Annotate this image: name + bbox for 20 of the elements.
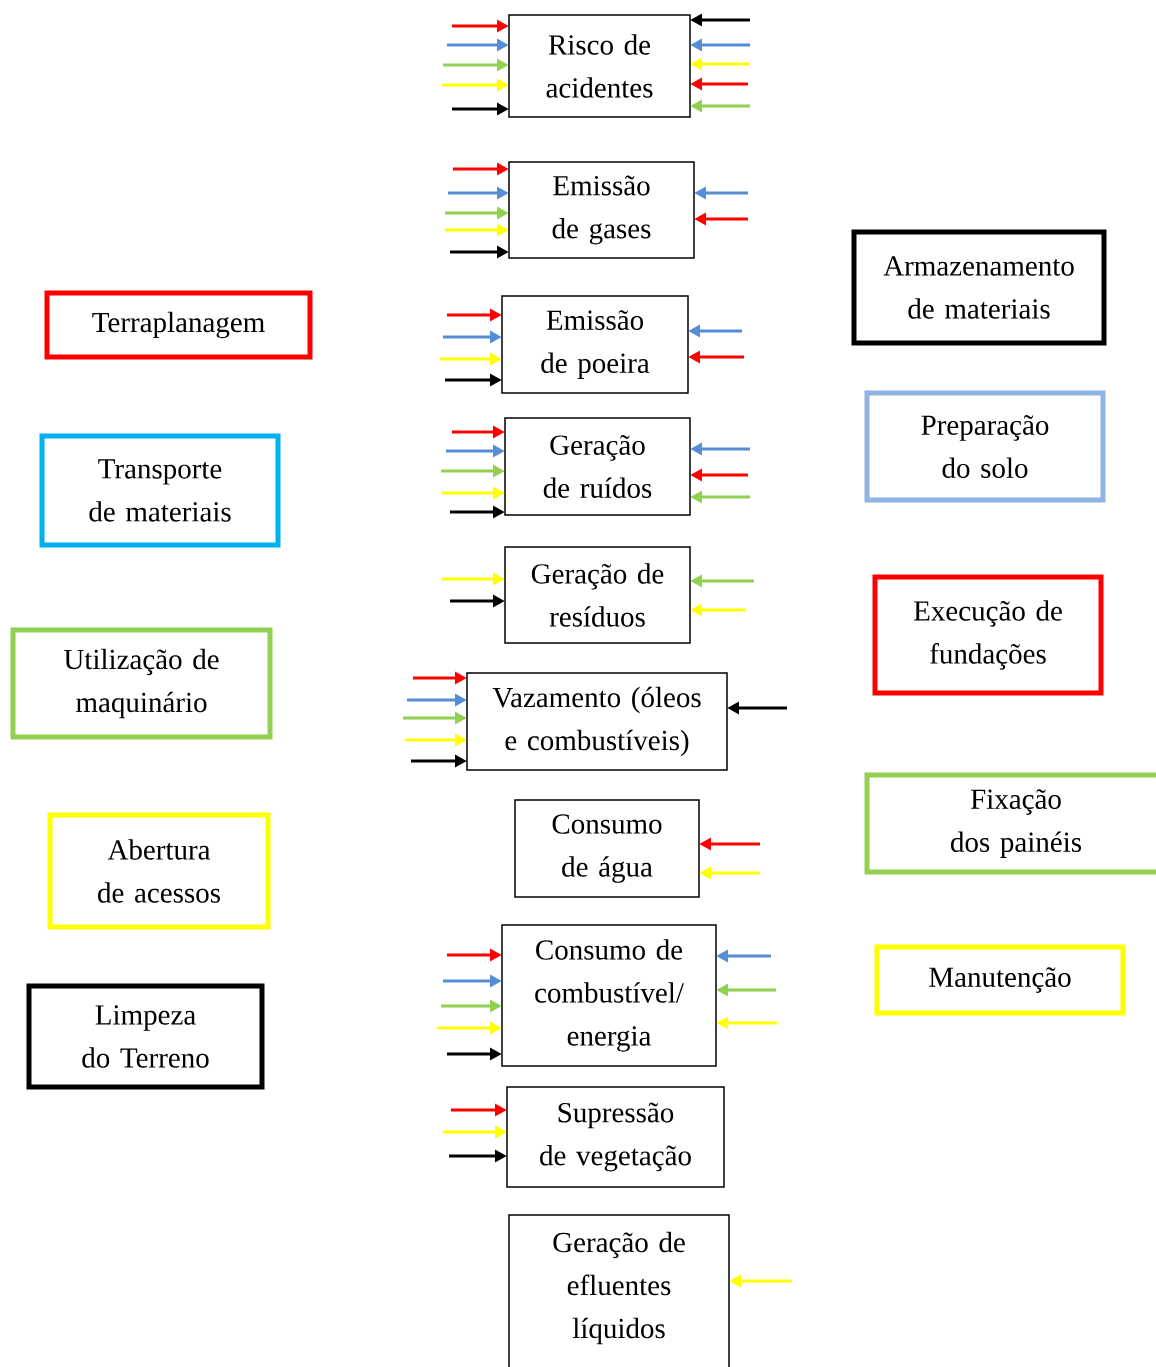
activity-box: Manutenção xyxy=(874,944,1126,1016)
activity-box: Utilização de maquinário xyxy=(10,627,273,740)
activity-box: Limpeza do Terreno xyxy=(26,983,265,1090)
impact-box: Emissão de gases xyxy=(508,161,695,259)
impact-box: Consumo de combustível/ energia xyxy=(501,924,717,1067)
impact-box: Supressão de vegetação xyxy=(506,1086,725,1188)
activity-box: Transporte de materiais xyxy=(39,433,281,548)
activity-box: Execução de fundações xyxy=(872,574,1104,696)
activity-box: Fixação dos painéis xyxy=(864,772,1156,875)
activity-box: Preparação do solo xyxy=(864,390,1106,503)
impact-box: Risco de acidentes xyxy=(508,14,691,118)
impact-box: Vazamento (óleos e combustíveis) xyxy=(466,672,728,771)
activity-box: Abertura de acessos xyxy=(47,812,271,930)
impact-box: Emissão de poeira xyxy=(501,295,689,394)
impact-box: Geração de ruídos xyxy=(504,417,691,516)
impact-box: Geração de efluentes líquidos xyxy=(508,1214,730,1367)
activity-box: Terraplanagem xyxy=(44,290,313,360)
impact-box: Consumo de água xyxy=(514,799,700,898)
activity-box: Armazenamento de materiais xyxy=(851,229,1107,346)
impact-box: Geração de resíduos xyxy=(504,546,691,644)
